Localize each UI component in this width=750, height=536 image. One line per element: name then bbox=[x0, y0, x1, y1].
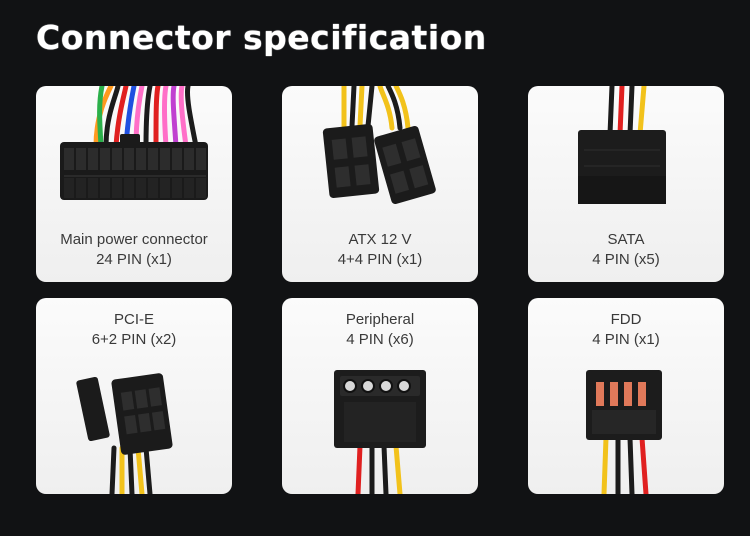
connector-pins: 4 PIN (x1) bbox=[592, 331, 660, 348]
connector-name: Peripheral bbox=[345, 311, 415, 328]
atx-24pin-connector-icon bbox=[60, 86, 208, 200]
connector-label: FDD 4 PIN (x1) bbox=[528, 310, 724, 350]
molex-connector-icon bbox=[334, 370, 426, 494]
connector-pins: 24 PIN (x1) bbox=[96, 251, 172, 268]
connector-name: ATX 12 V bbox=[348, 231, 412, 248]
page-title: Connector specification bbox=[36, 18, 487, 57]
fdd-connector-icon bbox=[586, 370, 662, 494]
card-pci-e: PCI-E 6+2 PIN (x2) bbox=[36, 298, 232, 494]
connector-label: PCI-E 6+2 PIN (x2) bbox=[36, 310, 232, 350]
card-peripheral: Peripheral 4 PIN (x6) bbox=[282, 298, 478, 494]
connector-pins: 4+4 PIN (x1) bbox=[337, 251, 423, 268]
connector-label: Peripheral 4 PIN (x6) bbox=[282, 310, 478, 350]
connector-label: Main power connector 24 PIN (x1) bbox=[36, 230, 232, 270]
card-main-power: Main power connector 24 PIN (x1) bbox=[36, 86, 232, 282]
eps-4plus4-connector-icon bbox=[322, 86, 436, 205]
connector-pins: 4 PIN (x5) bbox=[592, 251, 660, 268]
connector-pins: 4 PIN (x6) bbox=[346, 331, 414, 348]
pcie-6plus2-connector-icon bbox=[76, 373, 173, 494]
sata-connector-icon bbox=[578, 86, 666, 204]
connector-name: PCI-E bbox=[113, 311, 154, 328]
connector-name: Main power connector bbox=[60, 231, 208, 248]
connector-label: SATA 4 PIN (x5) bbox=[528, 230, 724, 270]
connector-name: FDD bbox=[610, 311, 642, 328]
card-atx-12v: ATX 12 V 4+4 PIN (x1) bbox=[282, 86, 478, 282]
connector-pins: 6+2 PIN (x2) bbox=[91, 331, 177, 348]
connector-label: ATX 12 V 4+4 PIN (x1) bbox=[282, 230, 478, 270]
card-sata: SATA 4 PIN (x5) bbox=[528, 86, 724, 282]
card-fdd: FDD 4 PIN (x1) bbox=[528, 298, 724, 494]
connector-name: SATA bbox=[607, 231, 645, 248]
